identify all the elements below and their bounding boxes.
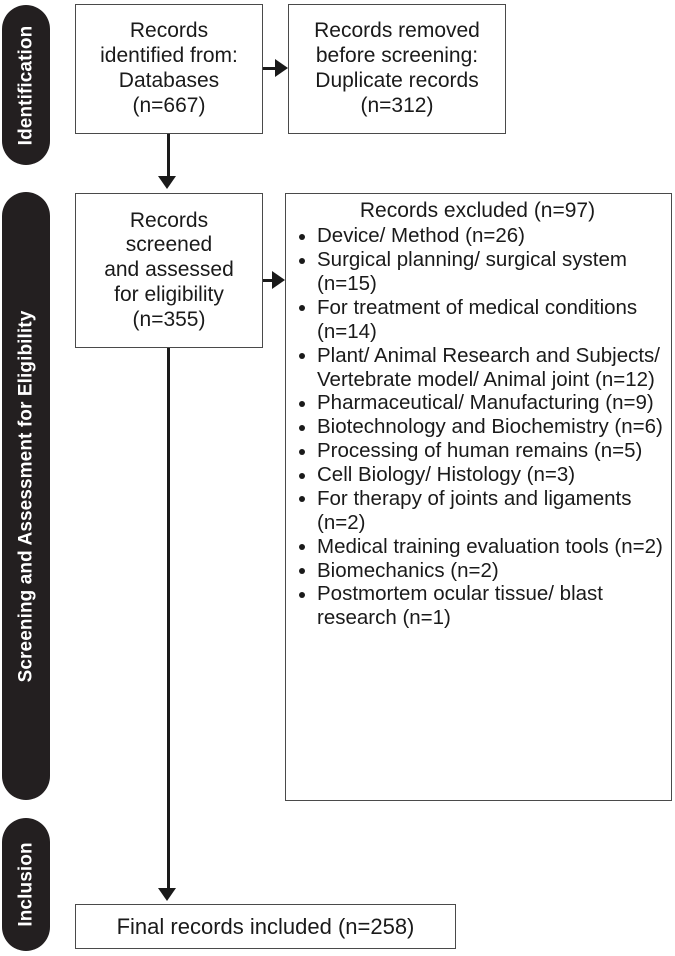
box-records-identified-text: Records identified from: Databases (n=66… (100, 19, 238, 117)
bullet-icon (299, 544, 305, 551)
records-excluded-reason-list: Device/ Method (n=26) Surgical planning/… (292, 224, 663, 630)
bullet-icon (299, 448, 305, 455)
list-item-label: Biotechnology and Biochemistry (n=6) (317, 415, 663, 439)
connector-screened-to-included (167, 348, 170, 888)
box-records-screened: Records screened and assessed for eligib… (75, 193, 263, 348)
stage-label-identification: Identification (15, 25, 37, 145)
arrow-down-icon-identified-to-screened (158, 176, 177, 189)
list-item-label: Plant/ Animal Research and Subjects/ Ver… (317, 343, 660, 391)
bullet-icon (299, 257, 305, 264)
list-item-label: For treatment of medical conditions (n=1… (317, 295, 638, 343)
bullet-icon (299, 496, 305, 503)
bullet-icon (299, 353, 305, 360)
list-item: Processing of human remains (n=5) (292, 439, 663, 463)
arrow-right-icon-screened-to-excluded (272, 270, 285, 289)
list-item: Biomechanics (n=2) (292, 559, 663, 583)
box-records-removed: Records removed before screening: Duplic… (288, 4, 506, 134)
box-records-excluded: Records excluded (n=97) Device/ Method (… (285, 193, 672, 801)
list-item: Medical training evaluation tools (n=2) (292, 535, 663, 559)
arrow-right-icon-identified-to-removed (275, 58, 288, 77)
stage-pill-identification: Identification (2, 5, 50, 165)
stage-pill-screening: Screening and Assessment for Eligibility (2, 192, 50, 800)
box-records-identified: Records identified from: Databases (n=66… (75, 4, 263, 134)
list-item: Plant/ Animal Research and Subjects/ Ver… (292, 344, 663, 392)
bullet-icon (299, 400, 305, 407)
list-item: For therapy of joints and ligaments (n=2… (292, 487, 663, 535)
list-item-label: For therapy of joints and ligaments (n=2… (317, 486, 632, 534)
box-records-screened-text: Records screened and assessed for eligib… (104, 208, 234, 331)
list-item: Postmortem ocular tissue/ blast research… (292, 582, 663, 630)
stage-label-screening: Screening and Assessment for Eligibility (15, 310, 37, 682)
list-item-label: Postmortem ocular tissue/ blast research… (317, 582, 603, 630)
box-records-removed-text: Records removed before screening: Duplic… (314, 19, 480, 117)
connector-identified-to-removed (263, 67, 277, 70)
box-final-records-included-text: Final records included (n=258) (116, 913, 415, 939)
list-item: Cell Biology/ Histology (n=3) (292, 463, 663, 487)
bullet-icon (299, 591, 305, 598)
list-item-label: Cell Biology/ Histology (n=3) (317, 463, 576, 487)
bullet-icon (299, 233, 305, 240)
arrow-down-icon-screened-to-included (158, 888, 177, 901)
list-item-label: Surgical planning/ surgical system (n=15… (317, 248, 627, 296)
bullet-icon (299, 424, 305, 431)
bullet-icon (299, 568, 305, 575)
list-item: Device/ Method (n=26) (292, 224, 663, 248)
connector-identified-to-screened (167, 134, 170, 176)
list-item-label: Device/ Method (n=26) (317, 224, 525, 248)
list-item: Biotechnology and Biochemistry (n=6) (292, 415, 663, 439)
records-excluded-title: Records excluded (n=97) (359, 199, 596, 222)
stage-label-inclusion: Inclusion (15, 842, 37, 927)
bullet-icon (299, 305, 305, 312)
list-item: Pharmaceutical/ Manufacturing (n=9) (292, 391, 663, 415)
list-item-label: Pharmaceutical/ Manufacturing (n=9) (317, 391, 654, 415)
list-item: Surgical planning/ surgical system (n=15… (292, 248, 663, 296)
bullet-icon (299, 472, 305, 479)
list-item-label: Biomechanics (n=2) (317, 558, 499, 582)
list-item: For treatment of medical conditions (n=1… (292, 296, 663, 344)
stage-pill-inclusion: Inclusion (2, 818, 50, 951)
list-item-label: Processing of human remains (n=5) (317, 439, 643, 463)
box-final-records-included: Final records included (n=258) (75, 904, 456, 949)
list-item-label: Medical training evaluation tools (n=2) (317, 534, 663, 558)
connector-screened-to-excluded (263, 279, 275, 282)
